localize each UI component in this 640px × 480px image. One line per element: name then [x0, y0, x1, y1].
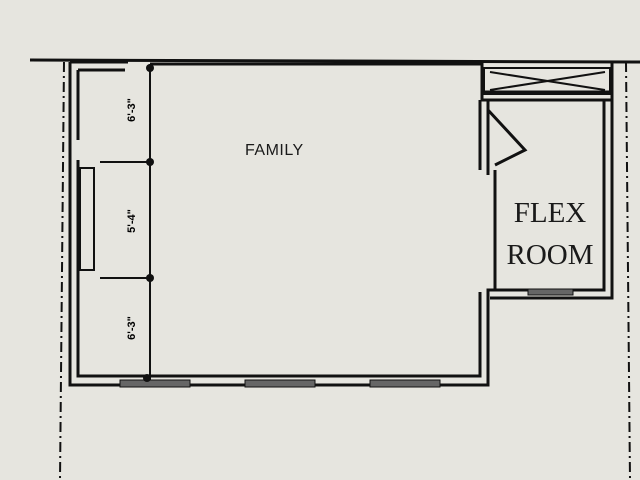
door-swing [486, 108, 528, 167]
dimension-label: 5'-4" [125, 209, 138, 233]
flex-wall [480, 62, 614, 300]
top-wall [29, 58, 640, 64]
window [119, 379, 191, 388]
window [527, 288, 574, 296]
window [369, 379, 441, 388]
family-wall [68, 60, 528, 387]
flex-label-line1: FLEX [513, 197, 587, 229]
room-label-flex-room: FLEX ROOM [490, 192, 610, 276]
flex-label-line2: ROOM [506, 239, 594, 271]
family-inner-wall [76, 68, 482, 378]
exterior-dashed-right [625, 61, 631, 480]
room-label-family: FAMILY [245, 142, 304, 159]
fireplace [79, 167, 95, 271]
window [244, 379, 316, 388]
exterior-dashed-left [59, 61, 65, 480]
dimension-label: 6'-3" [125, 98, 138, 122]
flex-window-top [483, 67, 611, 95]
dimension-label: 6'-3" [125, 316, 138, 340]
